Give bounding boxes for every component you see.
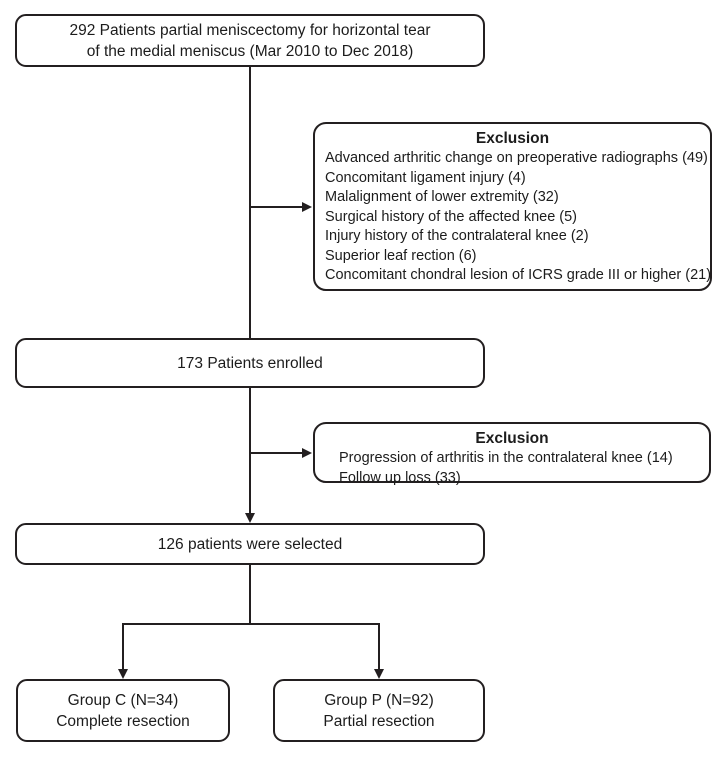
exclusion2-item: Progression of arthritis in the contrala… (339, 450, 673, 466)
flow-box-selected: 126 patients were selected (15, 523, 485, 565)
connector-branch-to-groupC (122, 623, 124, 670)
flow-box-enrolled: 173 Patients enrolled (15, 338, 485, 388)
exclusion1-item: Malalignment of lower extremity (32) (325, 189, 559, 205)
connector-to-exclusion2 (250, 452, 303, 454)
arrowhead-selected-icon (244, 513, 255, 523)
flow-box-initial-patients: 292 Patients partial meniscectomy for ho… (15, 14, 485, 67)
exclusion1-item: Concomitant ligament injury (4) (325, 169, 526, 186)
exclusion1-item: Superior leaf rection (6) (325, 247, 477, 264)
connector-enrolled-to-selected (249, 388, 251, 514)
connector-initial-to-enrolled (249, 67, 251, 338)
selected-label: 126 patients were selected (157, 535, 343, 553)
exclusion1-title: Exclusion (475, 130, 550, 147)
flow-box-exclusion1: Exclusion Advanced arthritic change on p… (313, 122, 712, 291)
flow-box-groupP: Group P (N=92) Partial resection (273, 679, 485, 742)
groupC-line1: Group C (N=34) (67, 691, 179, 709)
connector-to-exclusion1 (250, 206, 303, 208)
groupP-line2: Partial resection (323, 712, 435, 730)
connector-branch-horizontal (122, 623, 380, 625)
exclusion1-item: Advanced arthritic change on preoperativ… (325, 150, 708, 166)
groupP-line1: Group P (N=92) (324, 691, 434, 709)
flow-box-groupC: Group C (N=34) Complete resection (16, 679, 230, 742)
connector-branch-to-groupP (378, 623, 380, 670)
exclusion1-item: Concomitant chondral lesion of ICRS grad… (325, 267, 712, 283)
groupC-line2: Complete resection (56, 712, 190, 730)
arrowhead-exclusion1-icon (302, 201, 312, 212)
flow-box-exclusion2: Exclusion Progression of arthritis in th… (313, 422, 711, 486)
exclusion1-item: Injury history of the contralateral knee… (325, 228, 589, 244)
arrowhead-groupP-icon (373, 669, 384, 679)
enrolled-label: 173 Patients enrolled (177, 354, 323, 372)
exclusion1-item: Surgical history of the affected knee (5… (325, 208, 578, 225)
arrowhead-groupC-icon (117, 669, 128, 679)
initial-patients-line2: of the medial meniscus (Mar 2010 to Dec … (86, 42, 414, 60)
arrowhead-exclusion2-icon (302, 447, 312, 458)
exclusion2-title: Exclusion (475, 430, 549, 447)
exclusion2-item: Follow up loss (33) (339, 469, 461, 486)
initial-patients-line1: 292 Patients partial meniscectomy for ho… (69, 21, 431, 39)
connector-selected-to-branch (249, 565, 251, 625)
